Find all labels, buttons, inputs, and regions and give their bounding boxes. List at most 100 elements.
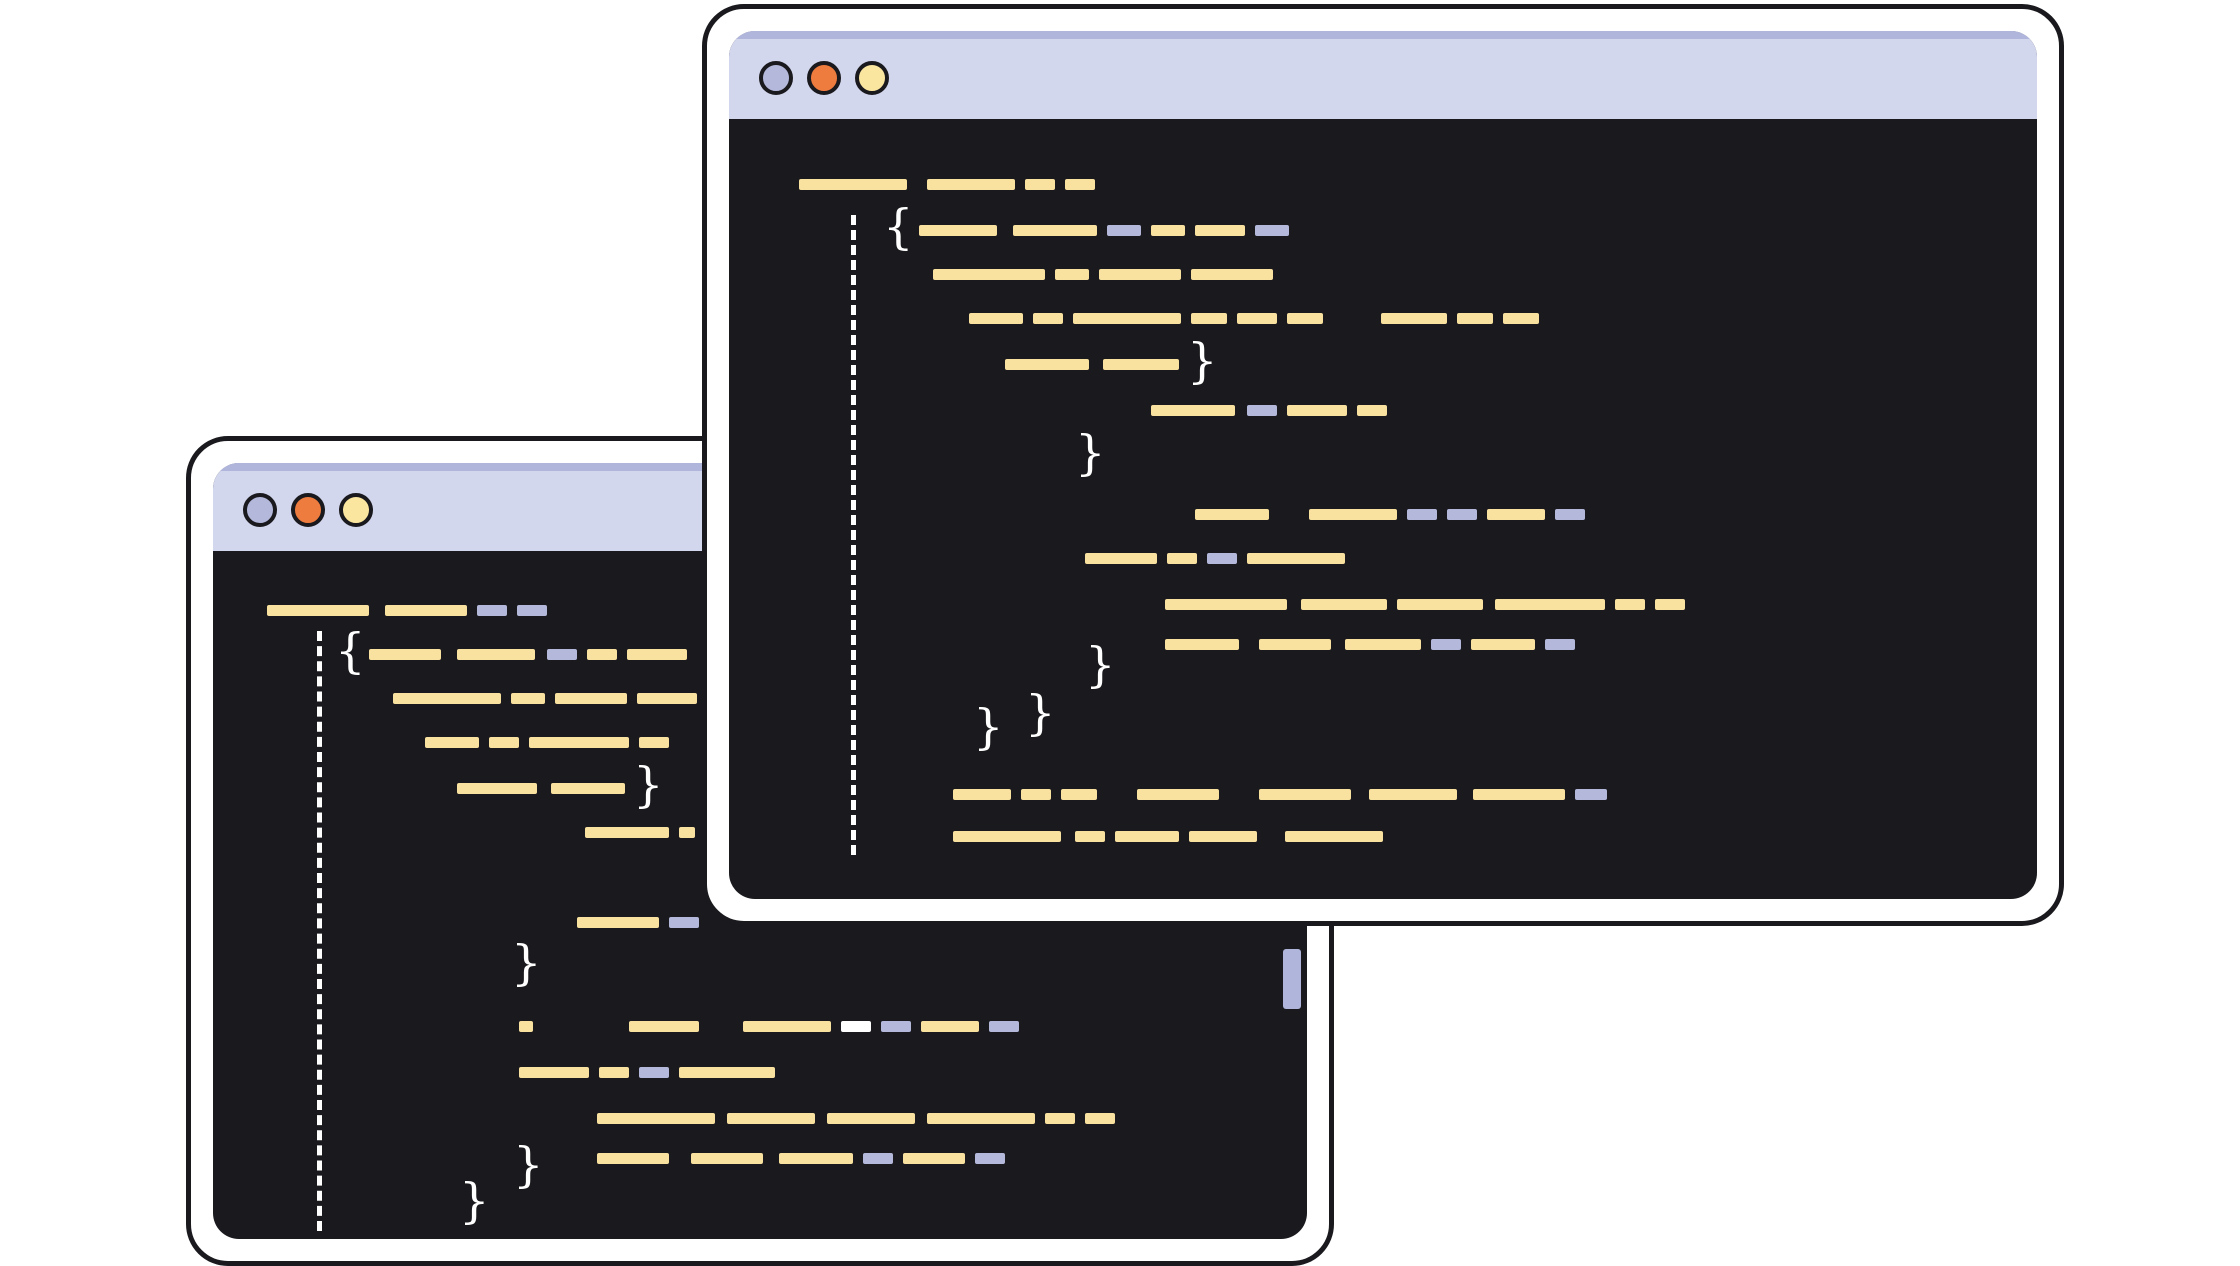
code-token [1495, 599, 1605, 610]
code-token [1503, 313, 1539, 324]
code-token [1085, 1113, 1115, 1124]
close-icon[interactable] [243, 493, 277, 527]
code-token [1065, 179, 1095, 190]
front-window-body: { } } [729, 31, 2037, 899]
code-token [1005, 359, 1089, 370]
code-token [1473, 789, 1565, 800]
code-token [1457, 313, 1493, 324]
code-token [953, 789, 1011, 800]
code-token [1107, 225, 1141, 236]
scrollbar-thumb[interactable] [1283, 949, 1301, 1009]
code-token [1045, 1113, 1075, 1124]
code-token [529, 737, 629, 748]
code-token [1301, 599, 1387, 610]
minimize-icon[interactable] [807, 61, 841, 95]
close-brace-icon: } [1085, 637, 1116, 693]
code-token [1487, 509, 1545, 520]
code-token [1191, 313, 1227, 324]
code-token [1115, 831, 1179, 842]
maximize-icon[interactable] [339, 493, 373, 527]
code-token [1189, 831, 1257, 842]
code-token [1151, 405, 1235, 416]
indent-guide [317, 631, 322, 1231]
code-token [669, 917, 699, 928]
code-token [679, 1067, 775, 1078]
close-brace-icon: } [511, 935, 542, 991]
code-token [779, 1153, 853, 1164]
code-token [927, 1113, 1035, 1124]
close-brace-icon: } [459, 1173, 490, 1229]
close-brace-icon: } [513, 1137, 544, 1193]
code-token [927, 179, 1015, 190]
code-token [1165, 599, 1287, 610]
code-token [457, 649, 535, 660]
code-token [1247, 553, 1345, 564]
code-token [863, 1153, 893, 1164]
code-token [679, 827, 695, 838]
code-token [1575, 789, 1607, 800]
code-token [1025, 179, 1055, 190]
open-brace-icon: { [883, 199, 914, 255]
code-token [1309, 509, 1397, 520]
code-token [1013, 225, 1097, 236]
code-token [1195, 225, 1245, 236]
code-token [547, 649, 577, 660]
code-token [953, 831, 1061, 842]
code-token [393, 693, 501, 704]
code-token [827, 1113, 915, 1124]
code-token [385, 605, 467, 616]
code-token [919, 225, 997, 236]
code-token [1431, 639, 1461, 650]
code-token [1381, 313, 1447, 324]
close-icon[interactable] [759, 61, 793, 95]
code-token [903, 1153, 965, 1164]
code-token [1099, 269, 1181, 280]
code-token [841, 1021, 871, 1032]
code-token [989, 1021, 1019, 1032]
code-token [1075, 831, 1105, 842]
code-token [1369, 789, 1457, 800]
code-token [881, 1021, 911, 1032]
code-token [597, 1153, 669, 1164]
code-token [1287, 405, 1347, 416]
code-token [457, 783, 537, 794]
code-token [577, 917, 659, 928]
code-token [1033, 313, 1063, 324]
code-token [1655, 599, 1685, 610]
code-token [517, 605, 547, 616]
code-token [519, 1067, 589, 1078]
code-token [975, 1153, 1005, 1164]
close-brace-icon: } [1075, 425, 1106, 481]
code-token [1055, 269, 1089, 280]
minimize-icon[interactable] [291, 493, 325, 527]
code-token [1471, 639, 1535, 650]
close-brace-icon: } [973, 699, 1004, 755]
code-token [1061, 789, 1097, 800]
front-code-area: { } } [729, 119, 2037, 899]
code-token [637, 693, 697, 704]
code-token [639, 737, 669, 748]
maximize-icon[interactable] [855, 61, 889, 95]
close-brace-icon: } [1187, 333, 1218, 389]
code-token [1259, 789, 1351, 800]
code-token [1151, 225, 1185, 236]
code-token [627, 649, 687, 660]
back-code-area: { } } [213, 551, 1307, 1239]
code-token [969, 313, 1023, 324]
close-brace-icon: } [633, 757, 664, 813]
code-token [519, 1021, 533, 1032]
code-token [511, 693, 545, 704]
code-token [1247, 405, 1277, 416]
close-brace-icon: } [1025, 685, 1056, 741]
code-token [933, 269, 1045, 280]
code-token [1167, 553, 1197, 564]
code-token [1397, 599, 1483, 610]
code-token [587, 649, 617, 660]
code-token [1447, 509, 1477, 520]
code-token [1021, 789, 1051, 800]
code-token [1259, 639, 1331, 650]
code-token [1615, 599, 1645, 610]
code-token [1137, 789, 1219, 800]
indent-guide [851, 215, 856, 855]
code-token [1237, 313, 1277, 324]
